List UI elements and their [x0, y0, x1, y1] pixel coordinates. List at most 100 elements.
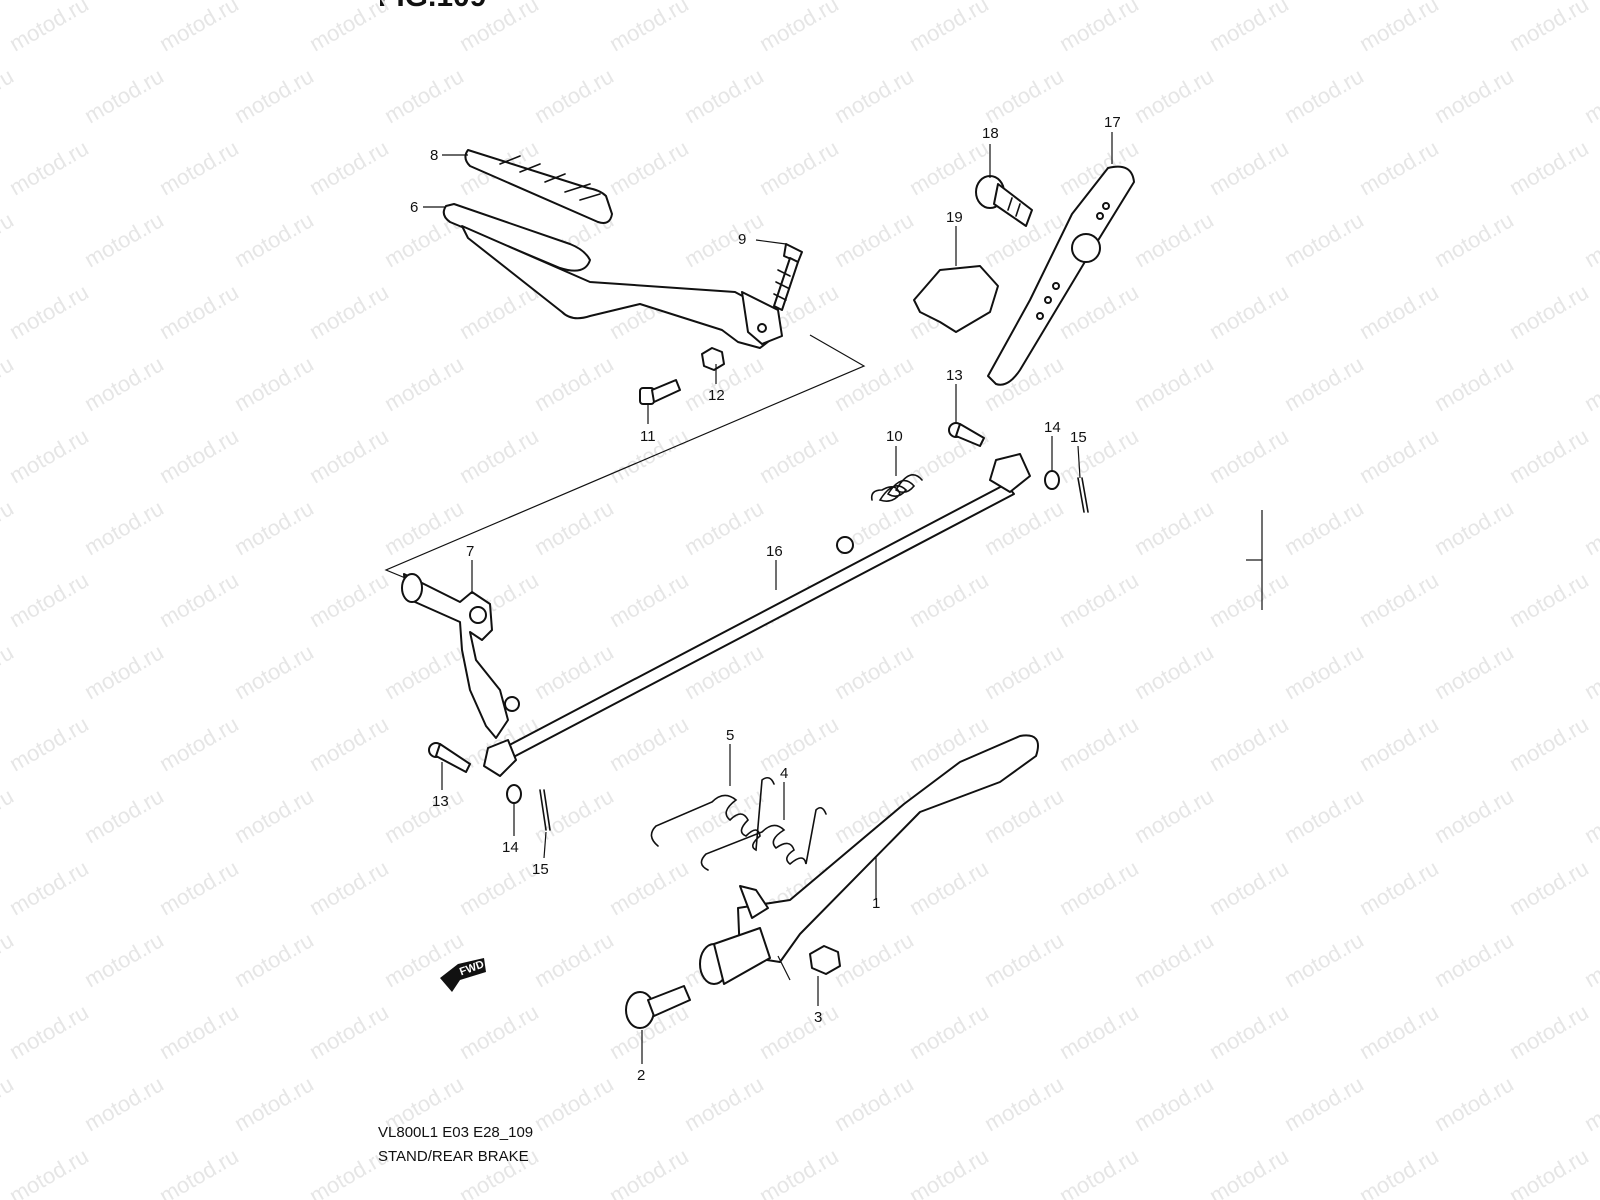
nut-12-part [701, 347, 725, 371]
watermark-text: motod.ru [1580, 639, 1600, 704]
assembly-outline [384, 334, 1263, 610]
watermark-text: motod.ru [1280, 63, 1368, 128]
watermark-text: motod.ru [1430, 495, 1518, 560]
watermark-text: motod.ru [1280, 1071, 1368, 1136]
watermark-text: motod.ru [1430, 783, 1518, 848]
callout-14-lower: 14 [502, 839, 519, 856]
watermark-text: motod.ru [5, 855, 93, 920]
watermark-text: motod.ru [680, 207, 768, 272]
watermark-text: motod.ru [1055, 423, 1143, 488]
watermark-text: motod.ru [830, 207, 918, 272]
watermark-text: motod.ru [80, 639, 168, 704]
watermark-text: motod.ru [155, 1143, 243, 1200]
figure-title: FIG.109 [378, 0, 486, 14]
watermark-text: motod.ru [905, 999, 993, 1064]
watermark-text: motod.ru [1355, 135, 1443, 200]
watermark-text: motod.ru [1205, 855, 1293, 920]
side-stand-1-part [699, 734, 1039, 985]
model-code-caption: VL800L1 E03 E28_109 [378, 1124, 534, 1141]
watermark-text: motod.ru [1580, 783, 1600, 848]
watermark-text: motod.ru [1580, 207, 1600, 272]
watermark-text: motod.ru [605, 135, 693, 200]
watermark-text: motod.ru [755, 711, 843, 776]
watermark-text: motod.ru [1055, 999, 1143, 1064]
watermark-text: motod.ru [905, 855, 993, 920]
watermark-text: motod.ru [0, 207, 18, 272]
watermark-text: motod.ru [1580, 351, 1600, 416]
watermark-text: motod.ru [1205, 567, 1293, 632]
watermark-text: motod.ru [305, 999, 393, 1064]
watermark-text: motod.ru [1130, 351, 1218, 416]
watermark-text: motod.ru [380, 495, 468, 560]
watermark-text: motod.ru [1130, 495, 1218, 560]
watermark-text: motod.ru [605, 1143, 693, 1200]
watermark-text: motod.ru [455, 999, 543, 1064]
watermark-text: motod.ru [305, 279, 393, 344]
watermark-text: motod.ru [605, 567, 693, 632]
watermark-text: motod.ru [1430, 351, 1518, 416]
watermark-text: motod.ru [1280, 783, 1368, 848]
watermark-text: motod.ru [755, 999, 843, 1064]
watermark-text: motod.ru [455, 855, 543, 920]
watermark-text: motod.ru [380, 351, 468, 416]
watermark-text: motod.ru [1355, 0, 1443, 56]
watermark-text: motod.ru [980, 1071, 1068, 1136]
watermark-text: motod.ru [155, 999, 243, 1064]
watermark-text: motod.ru [680, 783, 768, 848]
watermark-text: motod.ru [1130, 783, 1218, 848]
callout-7: 7 [466, 543, 474, 560]
watermark-text: motod.ru [1505, 711, 1593, 776]
watermark-text: motod.ru [0, 351, 18, 416]
callout-6: 6 [410, 199, 418, 216]
watermark-text: motod.ru [0, 1071, 18, 1136]
callout-16: 16 [766, 543, 783, 560]
callout-17: 17 [1104, 114, 1121, 131]
watermark-text: motod.ru [905, 567, 993, 632]
watermark-text: motod.ru [455, 423, 543, 488]
watermark-text: motod.ru [5, 999, 93, 1064]
callout-12: 12 [708, 387, 725, 404]
bolt-9-part [773, 243, 803, 311]
bolt-11-part [639, 379, 681, 405]
callout-13-upper: 13 [946, 367, 963, 384]
watermark-text: motod.ru [1580, 927, 1600, 992]
watermark-text: motod.ru [230, 1071, 318, 1136]
watermark-text: motod.ru [830, 351, 918, 416]
watermark-text: motod.ru [755, 0, 843, 56]
watermark-text: motod.ru [455, 0, 543, 56]
watermark-text: motod.ru [530, 63, 618, 128]
watermark-text: motod.ru [80, 783, 168, 848]
watermark-text: motod.ru [305, 567, 393, 632]
watermark-text: motod.ru [5, 0, 93, 56]
watermark-text: motod.ru [80, 495, 168, 560]
watermark-text: motod.ru [5, 1143, 93, 1200]
callout-14-upper: 14 [1044, 419, 1061, 436]
watermark-text: motod.ru [455, 279, 543, 344]
watermark-text: motod.ru [155, 0, 243, 56]
watermark-text: motod.ru [605, 0, 693, 56]
spring-10-part [870, 474, 923, 502]
watermark-text: motod.ru [1355, 279, 1443, 344]
watermark-text: motod.ru [0, 783, 18, 848]
watermark-text: motod.ru [1355, 1143, 1443, 1200]
watermark-text: motod.ru [1355, 999, 1443, 1064]
watermark-text: motod.ru [1505, 999, 1593, 1064]
callout-10: 10 [886, 428, 903, 445]
watermark-text: motod.ru [1355, 423, 1443, 488]
cotter-pin-15-upper-part [1077, 477, 1089, 513]
callout-8: 8 [430, 147, 438, 164]
watermark-text: motod.ru [1580, 63, 1600, 128]
watermark-text: motod.ru [1055, 711, 1143, 776]
watermark-text: motod.ru [5, 423, 93, 488]
watermark-text: motod.ru [755, 135, 843, 200]
watermark-text: motod.ru [680, 495, 768, 560]
watermark-text: motod.ru [1205, 135, 1293, 200]
watermark-text: motod.ru [1205, 711, 1293, 776]
watermark-text: motod.ru [230, 63, 318, 128]
watermark-text: motod.ru [305, 711, 393, 776]
callout-1: 1 [872, 895, 880, 912]
watermark-text: motod.ru [1505, 135, 1593, 200]
callout-2: 2 [637, 1067, 645, 1084]
brake-lever-17-part [987, 165, 1135, 386]
watermark-text: motod.ru [80, 351, 168, 416]
